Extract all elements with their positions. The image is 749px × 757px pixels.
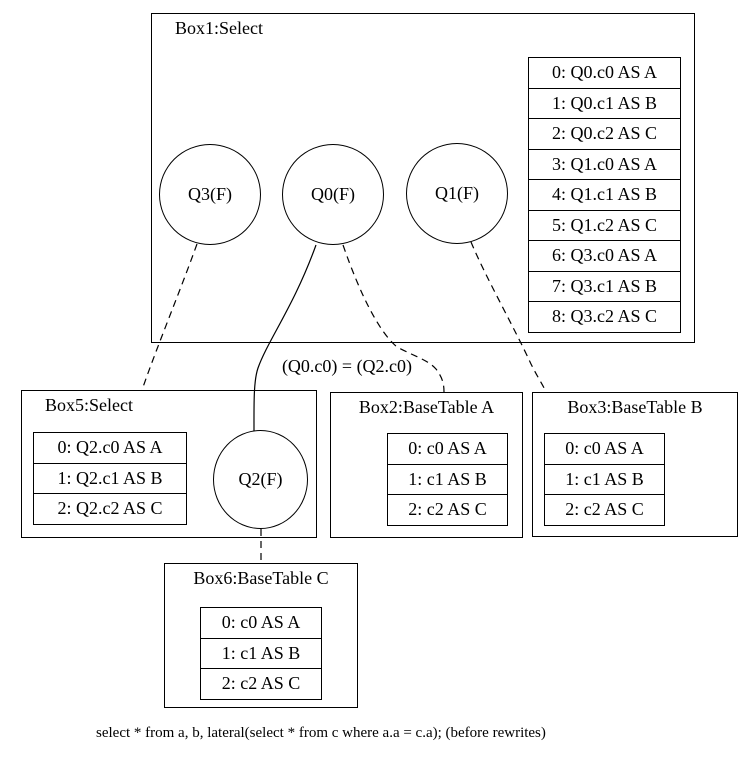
box3-title: Box3:BaseTable B — [567, 397, 703, 417]
column-row: 0: c0 AS A — [544, 433, 665, 465]
quantifier-q0: Q0(F) — [282, 144, 384, 245]
column-row: 1: c1 AS B — [200, 637, 322, 669]
quantifier-q2-label: Q2(F) — [238, 469, 283, 489]
box6-title: Box6:BaseTable C — [193, 568, 329, 588]
box1-title: Box1:Select — [175, 18, 263, 38]
quantifier-q2: Q2(F) — [213, 430, 308, 529]
quantifier-q1-label: Q1(F) — [435, 183, 479, 203]
column-row: 2: c2 AS C — [387, 494, 508, 526]
box6-column-table: 0: c0 AS A 1: c1 AS B 2: c2 AS C — [200, 607, 322, 700]
column-row: 2: c2 AS C — [544, 494, 665, 526]
column-row: 4: Q1.c1 AS B — [528, 179, 681, 211]
column-row: 6: Q3.c0 AS A — [528, 240, 681, 272]
column-row: 5: Q1.c2 AS C — [528, 209, 681, 241]
box2-title: Box2:BaseTable A — [358, 397, 495, 417]
quantifier-q3-label: Q3(F) — [188, 184, 232, 204]
column-row: 1: c1 AS B — [544, 463, 665, 495]
box1-column-table: 0: Q0.c0 AS A 1: Q0.c1 AS B 2: Q0.c2 AS … — [528, 57, 681, 333]
box5-title: Box5:Select — [45, 395, 133, 415]
column-row: 2: Q0.c2 AS C — [528, 118, 681, 150]
quantifier-q3: Q3(F) — [159, 144, 261, 245]
column-row: 1: c1 AS B — [387, 463, 508, 495]
box2-column-table: 0: c0 AS A 1: c1 AS B 2: c2 AS C — [387, 433, 508, 526]
column-row: 0: c0 AS A — [387, 433, 508, 465]
quantifier-q0-label: Q0(F) — [311, 184, 355, 204]
column-row: 8: Q3.c2 AS C — [528, 301, 681, 333]
column-row: 2: c2 AS C — [200, 668, 322, 700]
column-row: 3: Q1.c0 AS A — [528, 148, 681, 180]
column-row: 0: Q0.c0 AS A — [528, 57, 681, 89]
column-row: 0: c0 AS A — [200, 607, 322, 639]
column-row: 2: Q2.c2 AS C — [33, 493, 187, 525]
edge-label-join-predicate: (Q0.c0) = (Q2.c0) — [281, 356, 413, 376]
box3-column-table: 0: c0 AS A 1: c1 AS B 2: c2 AS C — [544, 433, 665, 526]
column-row: 1: Q0.c1 AS B — [528, 87, 681, 119]
query-caption: select * from a, b, lateral(select * fro… — [96, 725, 546, 741]
box5-column-table: 0: Q2.c0 AS A 1: Q2.c1 AS B 2: Q2.c2 AS … — [33, 432, 187, 525]
column-row: 0: Q2.c0 AS A — [33, 432, 187, 464]
column-row: 1: Q2.c1 AS B — [33, 462, 187, 494]
column-row: 7: Q3.c1 AS B — [528, 270, 681, 302]
quantifier-q1: Q1(F) — [406, 143, 508, 244]
